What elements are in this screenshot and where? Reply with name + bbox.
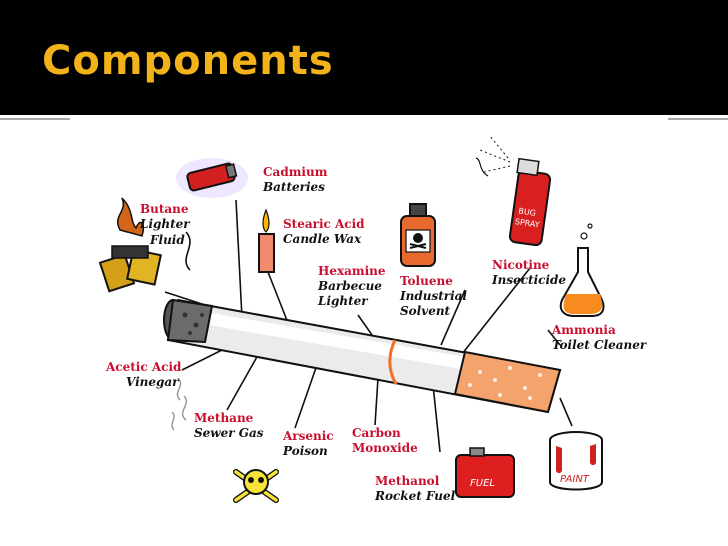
divider-left — [0, 118, 70, 120]
gas-icon — [171, 377, 188, 431]
label-carbon-2: Monoxide — [352, 441, 418, 455]
paint-can-text: PAINT — [560, 474, 590, 485]
paint-can-icon: PAINT — [549, 431, 603, 491]
lighter-icon — [98, 197, 162, 293]
label-butane: Butane — [140, 202, 189, 216]
use-arsenic: Poison — [282, 444, 328, 458]
label-methanol: Methanol — [375, 474, 440, 488]
use-toluene-1: Industrial — [399, 289, 467, 303]
label-hexamine: Hexamine — [318, 264, 386, 278]
use-acetic-acid: Vinegar — [126, 375, 180, 389]
use-toluene-2: Solvent — [400, 304, 451, 318]
use-stearic-acid: Candle Wax — [283, 232, 362, 246]
use-hexamine-2: Lighter — [317, 294, 369, 308]
fuel-can-text: FUEL — [470, 478, 495, 489]
use-butane-2: Fluid — [149, 233, 185, 247]
poison-bottle-icon — [400, 203, 436, 267]
skull-icon — [233, 469, 279, 503]
cigarette-icon — [163, 298, 562, 414]
bug-spray-icon: BUG SPRAY — [475, 135, 552, 247]
use-ammonia: Toilet Cleaner — [552, 338, 648, 352]
component-labels: Cadmium Batteries Butane Lighter Fluid S… — [105, 165, 648, 503]
label-stearic-acid: Stearic Acid — [283, 217, 365, 231]
label-ammonia: Ammonia — [551, 323, 616, 337]
label-arsenic: Arsenic — [282, 429, 334, 443]
bug-spray-text-2: SPRAY — [514, 217, 540, 229]
candle-icon — [258, 208, 275, 273]
label-cadmium: Cadmium — [263, 165, 328, 179]
label-carbon: Carbon — [352, 426, 401, 440]
use-methane: Sewer Gas — [194, 426, 264, 440]
fuel-can-icon: FUEL — [455, 447, 515, 498]
divider-right — [668, 118, 728, 120]
slide-title: Components — [42, 38, 334, 84]
use-nicotine: Insecticide — [491, 273, 566, 287]
title-bar: Components — [0, 0, 728, 115]
label-methane: Methane — [194, 411, 254, 425]
label-acetic-acid: Acetic Acid — [105, 360, 182, 374]
battery-icon — [176, 158, 248, 198]
bug-spray-text-1: BUG — [518, 206, 537, 217]
use-hexamine-1: Barbecue — [317, 279, 382, 293]
use-butane-1: Lighter — [139, 217, 191, 231]
use-cadmium: Batteries — [262, 180, 325, 194]
label-toluene: Toluene — [400, 274, 453, 288]
label-nicotine: Nicotine — [492, 258, 550, 272]
use-methanol: Rocket Fuel — [374, 489, 456, 503]
flask-icon — [559, 223, 605, 317]
